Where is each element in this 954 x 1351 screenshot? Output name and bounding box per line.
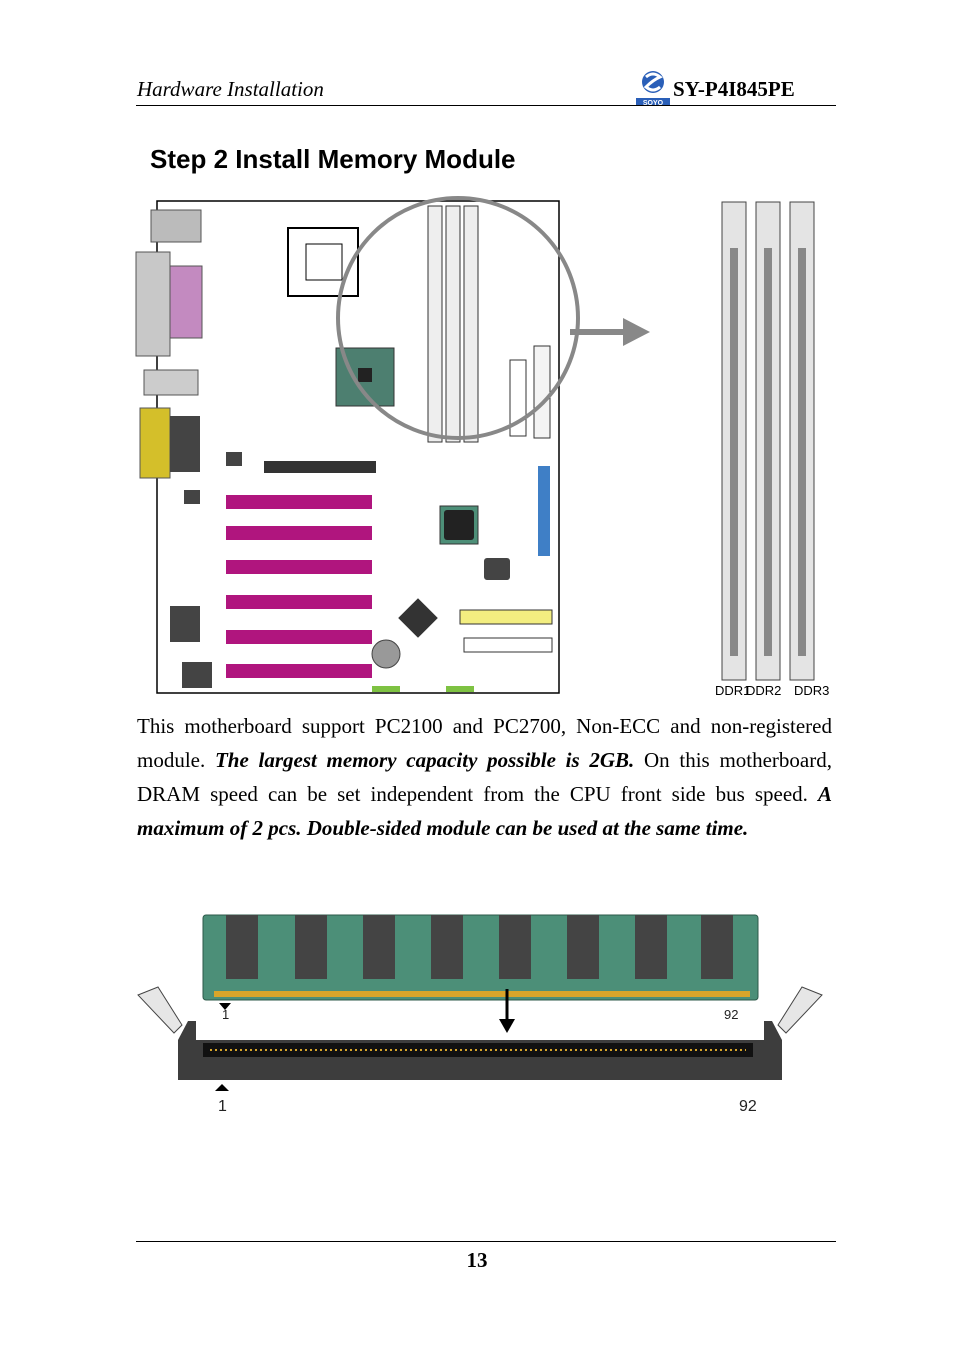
small-chip-2	[184, 490, 200, 504]
front-panel-header	[509, 359, 527, 437]
pci-slot-4	[226, 595, 372, 609]
para-text-2: On this motherboard, DRAM speed can be s…	[137, 748, 832, 806]
pci-slot-1	[226, 495, 372, 509]
pin1-label-top: 1	[222, 1007, 229, 1022]
cpu-socket-inner	[305, 243, 343, 281]
agp-slot	[264, 461, 376, 473]
motherboard-diagram: DDR1 DDR2 DDR3	[135, 196, 829, 698]
soyo-logo: SOYO	[636, 71, 670, 107]
ddr3-label: DDR3	[794, 683, 829, 698]
northbridge-die	[358, 368, 372, 382]
logo-text: SOYO	[643, 100, 664, 107]
footer-rule	[136, 1241, 836, 1242]
header-model: SY-P4I845PE	[673, 77, 795, 101]
step-title: Step 2 Install Memory Module	[150, 144, 516, 174]
gold-contacts	[214, 991, 750, 997]
board-dimm-2	[445, 205, 461, 443]
atx-power-connector	[533, 345, 551, 439]
ide-blue-connector	[538, 466, 550, 556]
pin92-label-bottom: 92	[739, 1098, 757, 1115]
io-chip	[484, 558, 510, 580]
pin1-label-bottom: 1	[218, 1098, 227, 1115]
lan-chip	[170, 606, 200, 642]
insert-arrow-head	[499, 1019, 515, 1033]
small-chip-1	[226, 452, 242, 466]
floppy-connector	[463, 637, 553, 653]
southbridge-die	[444, 510, 474, 540]
left-clip	[137, 986, 183, 1034]
io-audio	[150, 209, 202, 243]
pin92-label-top: 92	[724, 1007, 738, 1022]
pci-slot-2	[226, 526, 372, 540]
io-ps2	[139, 407, 171, 479]
io-parallel	[169, 265, 203, 339]
header-rule	[136, 105, 836, 106]
battery	[371, 639, 401, 669]
ddr-slot-1	[721, 201, 747, 681]
io-usb	[143, 369, 199, 396]
para-emphasis-2: A maximum of 2 pcs. Double-sided module …	[137, 782, 832, 840]
board-dimm-1	[427, 205, 443, 443]
page-number: 13	[466, 1248, 488, 1272]
ddr-slot-3	[789, 201, 815, 681]
magnifier-circle	[336, 196, 580, 440]
io-serial	[135, 251, 171, 357]
pci-slot-5	[226, 630, 372, 644]
green-header-1	[372, 686, 400, 692]
dram-chips	[226, 915, 733, 979]
audio-chip	[182, 662, 212, 688]
ddr-slot-2	[755, 201, 781, 681]
ddr1-label: DDR1	[715, 683, 750, 698]
right-clip	[777, 986, 823, 1034]
para-emphasis-1: The largest memory capacity possible is …	[214, 748, 635, 772]
header-section-title: Hardware Installation	[137, 77, 324, 101]
pci-slot-6	[226, 664, 372, 678]
ide-yellow-connector	[459, 609, 553, 625]
ddr2-label: DDR2	[746, 683, 781, 698]
pin1-marker-top	[219, 1003, 231, 1010]
para-text-1: This motherboard support PC2100 and PC27…	[137, 714, 832, 772]
bios-chip	[398, 598, 438, 638]
slot-channel	[203, 1043, 753, 1057]
memory-paragraph: This motherboard support PC2100 and PC27…	[137, 709, 832, 845]
board-dimm-3	[463, 205, 479, 443]
pci-slot-3	[226, 560, 372, 574]
green-header-2	[446, 686, 474, 692]
pin1-marker-bottom	[215, 1084, 229, 1091]
dimm-insertion-diagram: 1 92 1 92	[137, 914, 823, 1115]
io-lan	[170, 416, 200, 472]
zoom-arrow-head	[623, 318, 650, 346]
dimm-pcb	[202, 914, 759, 1001]
